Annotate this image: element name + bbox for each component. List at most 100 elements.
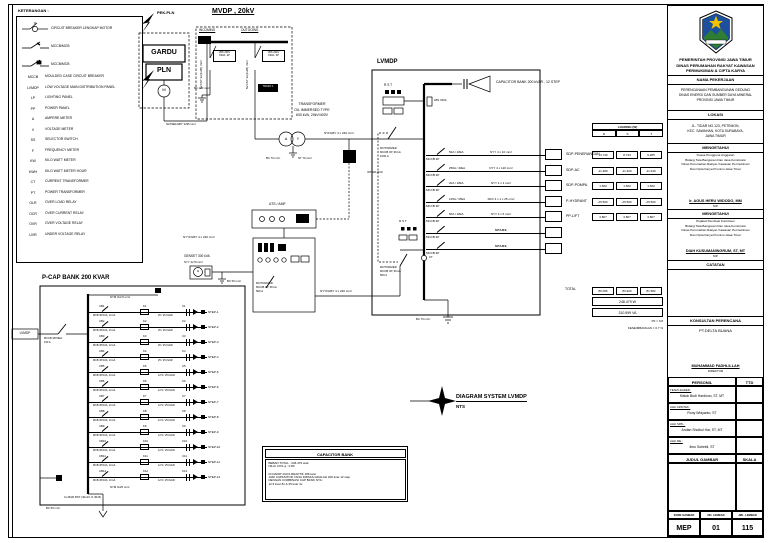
contactor-icon [140, 324, 149, 330]
sheet-inner-border [12, 4, 13, 538]
capbank-cb-label: CB1 [99, 304, 105, 308]
capbank-kvar-label: 12.5 / 25 kVAR [158, 433, 175, 437]
legend-desc: OVER CURRENT RELAY [45, 210, 84, 215]
diagram-title: DIAGRAM SYSTEM LVMDP [456, 394, 527, 403]
feeder-breaker-label: MCCB 3P [426, 250, 440, 255]
capbank-kvar-label: 25 / 25 kVAR [158, 328, 173, 332]
capacitor-note-box: CAPACITOR BANK BEBAN TOTAL : 248.479 wat… [262, 446, 408, 502]
mccb-switch-symbol-icon [22, 59, 49, 67]
motor-symbol-label: M [162, 87, 166, 92]
bc-120-label: BC 120 mm² [194, 86, 210, 90]
personnel-role: AHLI ME : [670, 438, 683, 443]
capbank-cb-label: CB12 [99, 469, 106, 473]
contactor-icon [140, 384, 149, 390]
legend-desc: OVER LOAD RELAY [45, 200, 77, 204]
legend-abbr: KWH [28, 169, 38, 174]
note-line: JADI CAPASITOR YANG DIPAKAI ADALAH 200 k… [268, 475, 351, 480]
feeder-breaker-label: MCCB 3P [426, 172, 440, 177]
feeder-load-value: 1.500 [640, 182, 662, 191]
capacitor-icon [186, 473, 188, 481]
capbank-c-label: C5 [182, 364, 186, 368]
lbs-150-label: LBS 150A [434, 98, 447, 102]
lbs-incoming-label: LBS 20kV [218, 51, 231, 54]
pek-pln-label: PEK.PLN [157, 10, 175, 15]
legend-abbr: UVR [29, 232, 37, 237]
incoming-breaker-label-1: MOTORIZED [380, 146, 397, 150]
feeder-breaker-label: MCCB 3P [426, 235, 440, 239]
capbank-cb-label: CB7 [99, 394, 105, 398]
ppk-line-2: Bidang Tata Bangunan Dan Jasa Konstruksi [685, 223, 746, 228]
capbank-cb-label: CB10 [99, 439, 106, 443]
discharge-resistor-icon [193, 324, 198, 330]
header-nama-pekerjaan: NAMA PEKERJAAN [668, 75, 763, 85]
capacitor-icon [186, 323, 188, 331]
personnel-role: AHLI ARSITEK : [670, 404, 691, 409]
capacitor-icon [189, 413, 191, 421]
feeder-dest-label: SDP-PENERANGAN [566, 152, 600, 156]
header-personil: PERSONIL [668, 377, 736, 386]
feeder-rating-label: 20A / 18kA [449, 181, 464, 186]
capacitor-icon [189, 368, 191, 376]
feeder-load-value: 1.500 [616, 182, 638, 191]
legend-title: KETERANGAN : [18, 8, 49, 13]
personnel-ttd-cell [736, 420, 763, 437]
loading-table-header: LOADING (W) [592, 123, 663, 130]
capbank-mcb-label: MCB 3P/10A, 10 kA [93, 448, 116, 452]
discharge-resistor-icon [193, 309, 198, 315]
capacitor-icon [189, 383, 191, 391]
capbank-mcb-label: MCB 3P/10A, 10 kA [93, 358, 116, 362]
legend-abbr: LVMDP [27, 85, 39, 90]
capacitor-icon [189, 353, 191, 361]
capbank-step-label: STEP-7 [208, 400, 219, 404]
total-va-box: 310.599 VA [592, 308, 663, 317]
legend-abbr: PT [30, 190, 36, 195]
capacitor-icon [186, 368, 188, 376]
feeder-dest-box [545, 211, 562, 223]
genset-incoming-breaker-1: MOTORIZED [380, 265, 397, 269]
legend-abbr: PP [30, 106, 36, 111]
feeder-load-value: 25.500 [640, 197, 662, 206]
generator-symbol-label: G [196, 268, 200, 273]
feeder-wire [426, 201, 545, 203]
capbank-step-label: STEP-6 [208, 385, 219, 389]
discharge-resistor-icon [193, 444, 198, 450]
feeder-load-value: 3.867 [616, 213, 638, 222]
capbank-kvar-label: 12.5 / 25 kVAR [158, 388, 175, 392]
capbank-mcb-label: MCB 3P/10A, 10 kA [93, 313, 116, 317]
total-label: TOTAL [565, 287, 576, 291]
legend-desc: KILO WATT METER [45, 158, 76, 162]
contactor-icon [140, 309, 149, 315]
ppk-line-1: Pejabat Pembuat Komitmen [696, 219, 735, 223]
contactor-icon [140, 474, 149, 480]
feeder-breaker-label: MCCB 3P [426, 219, 440, 224]
capbank-k-label: K10 [143, 439, 148, 443]
legend-desc: SELECTOR SWITCH [45, 137, 78, 141]
feeder-rating-label: 125A / 25kA [449, 196, 466, 201]
legend-desc: POWER PANEL [45, 105, 70, 110]
legend-panel: CIRCUIT BREAKER LENGKAP MOTOR MCCB/MCB M… [16, 16, 143, 263]
header-konsultan: KONSULTAN PERENCANA [668, 316, 763, 326]
contactor-icon [140, 414, 149, 420]
capbank-title: P-CAP BANK 200 KVAR [42, 275, 110, 281]
power-factor-label: PF = 0.8 [651, 319, 663, 323]
transformer-label-1: TRANSFORMER [298, 102, 326, 106]
legend-desc: POWER TRANSFORMER [45, 189, 85, 194]
legend-abbr: A [31, 117, 35, 121]
lbs-outgoing-label: LBS 20kV [267, 51, 280, 54]
feeder-wire [426, 170, 545, 172]
capbank-kvar-label: 12.5 / 25 kVAR [158, 463, 175, 467]
trafo-ground-nt-label: NT 70 mm² [298, 156, 312, 160]
breaker-switch-icon [436, 147, 445, 155]
legend-abbr: SS [30, 138, 36, 142]
legend-desc: MOULDED CASE CIRCUIT BREAKER [45, 74, 104, 78]
incoming-breaker-label-3: 1000 A [380, 154, 389, 158]
feeder-wire [426, 233, 545, 234]
legend-desc: LOW VOLTAGE MAIN DISTRIBUTION PANEL [45, 84, 116, 89]
feeder-dest-label: SDP-POMPA [566, 183, 588, 188]
legend-desc: OVER VOLTAGE RELAY [45, 221, 83, 225]
contactor-icon [140, 369, 149, 375]
